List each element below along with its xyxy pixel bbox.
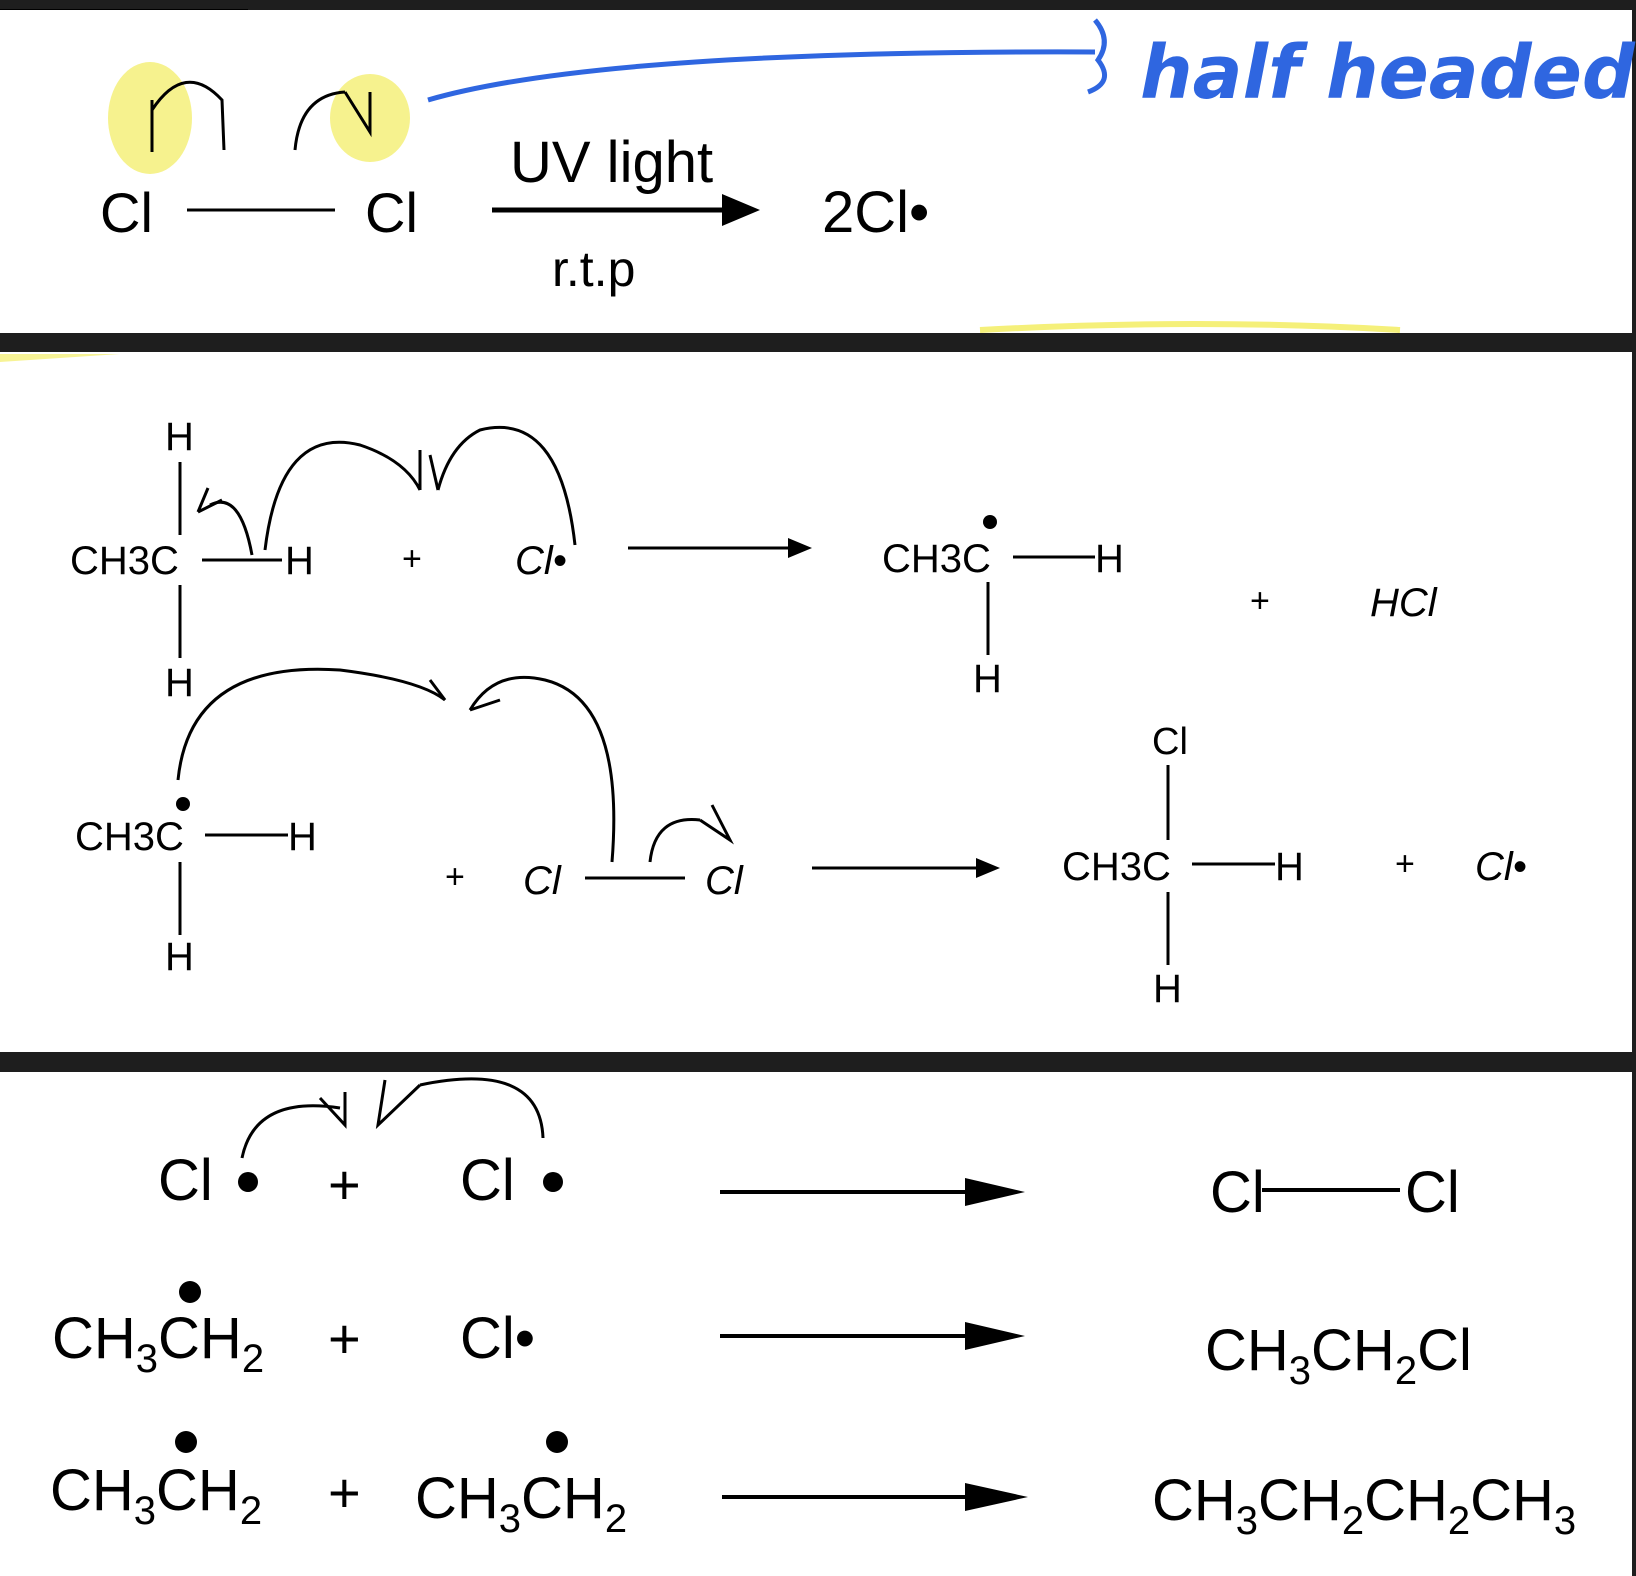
r2-radical-dot	[176, 797, 190, 811]
highlight-stray-right	[979, 321, 1401, 333]
r2-half-arrow-3	[648, 818, 701, 863]
t2-radical-dot	[179, 1281, 201, 1303]
annotation-line	[427, 49, 1096, 103]
highlight-left	[108, 62, 192, 174]
t3-product: CH3CH2CH2CH3	[1152, 1468, 1576, 1543]
r1-product-h-bottom: H	[973, 657, 1002, 701]
r2-half-arrow-1-head	[428, 679, 447, 701]
r1-h-top: H	[165, 415, 194, 459]
r2-plus-2: +	[1395, 845, 1415, 883]
r2-plus: +	[445, 858, 465, 896]
t1-dot-left	[238, 1172, 258, 1192]
product-2cl-radical: 2Cl•	[822, 180, 929, 245]
t3-plus: +	[328, 1461, 361, 1524]
t3-left: CH3CH2	[50, 1458, 262, 1533]
t1-cl-right: Cl	[460, 1148, 515, 1213]
r2-product-h-bottom: H	[1153, 967, 1182, 1011]
r1-half-arrow-2	[263, 440, 422, 551]
r2-cl-left: Cl	[523, 859, 562, 903]
r2-product-cl-top: Cl	[1152, 721, 1188, 763]
r2-product-h-right: H	[1275, 845, 1304, 889]
r2-arrow-head	[976, 858, 1000, 878]
panel-1-background	[0, 10, 1632, 333]
r1-half-arrow-3-head	[428, 454, 440, 491]
r2-half-arrow-2-head	[469, 698, 501, 712]
t3-arrow-head	[965, 1483, 1028, 1511]
t2-right: Cl•	[460, 1306, 535, 1371]
panel-initiation: Cl Cl UV light r.t.p 2Cl• half headed	[0, 10, 1636, 333]
r2-h-right: H	[288, 815, 317, 859]
r1-half-arrow-1-head	[196, 487, 223, 514]
r1-plus-2: +	[1250, 582, 1270, 620]
highlight-stray-left	[0, 354, 120, 362]
r2-half-arrow-3-head	[699, 804, 734, 845]
r1-product-h-right: H	[1095, 537, 1124, 581]
t1-arrow-head	[965, 1178, 1025, 1206]
r1-cl-radical: Cl•	[515, 539, 567, 583]
r1-product-ch3c: CH3C	[882, 537, 991, 581]
panel-3-background	[0, 1072, 1632, 1576]
t1-product-cl-left: Cl	[1210, 1160, 1265, 1225]
panel-propagation: H CH3C H H + Cl• CH3C H H + HCl CH3C	[0, 321, 1632, 1052]
t3-right: CH3CH2	[415, 1466, 627, 1541]
r1-arrow-head	[788, 538, 812, 558]
cl-left: Cl	[100, 181, 153, 244]
condition-rtp: r.t.p	[552, 241, 635, 297]
t2-left: CH3CH2	[52, 1306, 264, 1381]
t2-plus: +	[328, 1307, 361, 1370]
r2-cl-right: Cl	[705, 859, 744, 903]
condition-uv: UV light	[510, 130, 713, 195]
t1-product-cl-right: Cl	[1405, 1160, 1460, 1225]
initiation-arrow-head	[722, 194, 760, 226]
r1-hcl: HCl	[1370, 581, 1438, 625]
r2-product-ch3c: CH3C	[1062, 845, 1171, 889]
t1-cl-left: Cl	[158, 1148, 213, 1213]
r2-h-bottom: H	[165, 935, 194, 979]
t1-half-arrow-2-head	[375, 1079, 422, 1130]
t1-half-arrow-1-head	[318, 1092, 347, 1129]
panel-termination: Cl + Cl Cl Cl CH3CH2 + Cl• CH3CH2Cl CH3C…	[0, 1072, 1632, 1576]
r2-half-arrow-2	[468, 675, 616, 863]
r1-h-bottom: H	[165, 661, 194, 705]
t2-arrow-head	[965, 1322, 1025, 1350]
r1-half-arrow-3	[436, 425, 577, 546]
t1-dot-right	[543, 1172, 563, 1192]
cl-right: Cl	[365, 181, 418, 244]
t1-plus: +	[328, 1153, 361, 1216]
r2-cl-radical-product: Cl•	[1475, 845, 1527, 889]
annotation-half-headed: half headed	[1140, 30, 1636, 116]
half-arrow-right	[293, 90, 372, 151]
t3-radical-dot-right	[546, 1431, 568, 1453]
t3-radical-dot-left	[175, 1431, 197, 1453]
r1-ch3c: CH3C	[70, 539, 179, 583]
r1-plus: +	[402, 540, 422, 578]
panel-2-background	[0, 352, 1632, 1052]
r1-product-radical-dot	[983, 515, 997, 529]
r2-half-arrow-1	[176, 667, 446, 781]
half-arrow-left	[150, 80, 226, 152]
annotation-brace	[1087, 18, 1108, 95]
r1-h-right: H	[285, 539, 314, 583]
t1-half-arrow-2	[419, 1077, 545, 1139]
t1-half-arrow-1	[240, 1104, 341, 1159]
r2-ch3c: CH3C	[75, 815, 184, 859]
t2-product: CH3CH2Cl	[1205, 1318, 1472, 1393]
